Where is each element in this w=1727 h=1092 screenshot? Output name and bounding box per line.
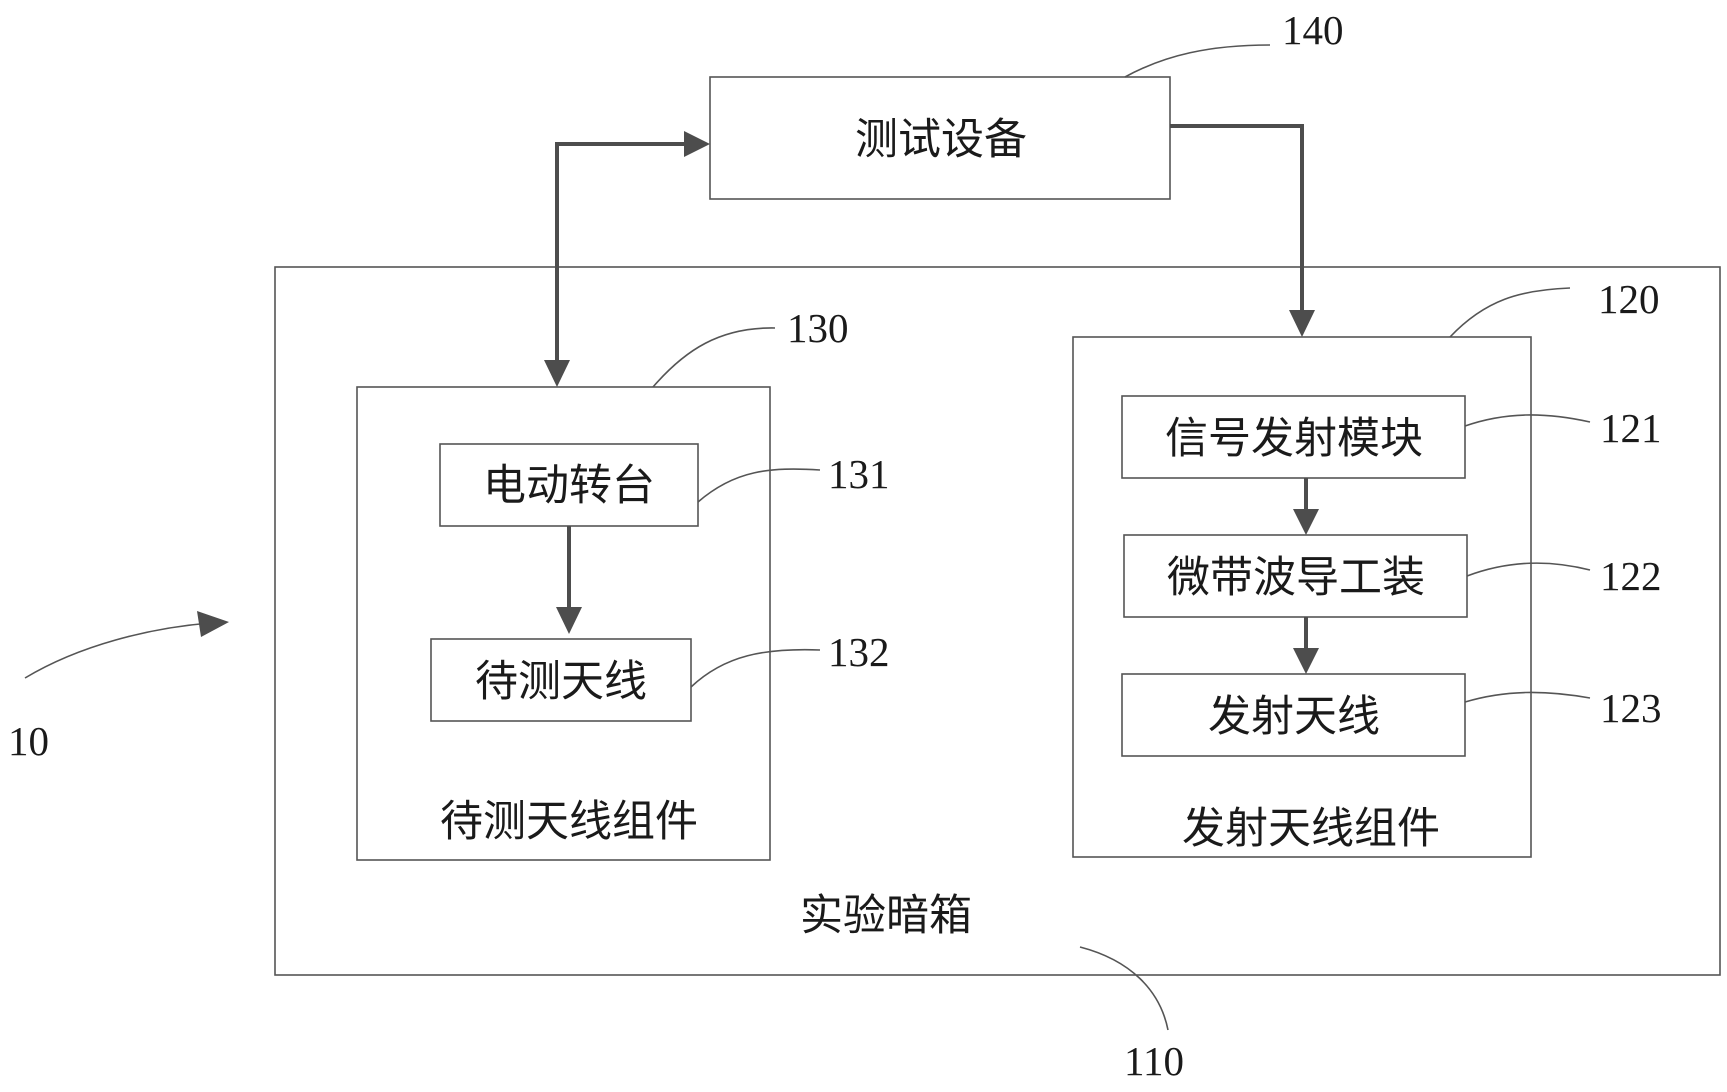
ref-number-131: 131 (828, 451, 890, 497)
arrowhead-into-waveguide (1293, 509, 1319, 535)
arrowhead-into-tx-antenna (1293, 648, 1319, 674)
arrowhead-into-equipment (684, 131, 710, 157)
ref-leader-110 (1079, 946, 1169, 1031)
ref-number-130: 130 (787, 305, 849, 351)
turntable-label: 电动转台 (483, 461, 655, 511)
ref-leader-120 (1449, 287, 1571, 338)
ref-leader-131 (697, 468, 821, 503)
test-equipment-box (709, 76, 1171, 200)
ref-leader-122 (1466, 562, 1591, 577)
figure-ref-number: 10 (8, 718, 49, 764)
waveguide-fixture-label: 微带波导工装 (1167, 553, 1425, 603)
tx-assembly-label: 发射天线组件 (1182, 804, 1440, 854)
signal-module-box (1121, 395, 1466, 479)
figure-ref-arrowhead (197, 611, 229, 637)
ref-number-120: 120 (1598, 276, 1660, 322)
chamber-label: 实验暗箱 (800, 891, 972, 941)
turntable-box (439, 443, 699, 527)
ref-number-110: 110 (1124, 1038, 1184, 1084)
ref-number-121: 121 (1600, 405, 1662, 451)
ref-leader-132 (690, 648, 821, 688)
ref-leader-130 (652, 327, 776, 388)
ref-leader-123 (1464, 691, 1591, 703)
antenna-under-test-label: 待测天线 (475, 657, 647, 707)
waveguide-fixture-box (1123, 534, 1468, 618)
connector-equipment-to-tx (1170, 124, 1304, 316)
connector-equipment-to-dut (555, 142, 700, 368)
arrowhead-into-tx-assembly (1289, 310, 1315, 337)
ref-number-122: 122 (1600, 553, 1662, 599)
figure-ref-arrow (24, 622, 211, 679)
signal-module-label: 信号发射模块 (1165, 414, 1423, 464)
ref-number-123: 123 (1600, 685, 1662, 731)
tx-antenna-label: 发射天线 (1208, 692, 1380, 742)
ref-leader-121 (1464, 414, 1591, 427)
arrowhead-into-dut-assembly (544, 360, 570, 387)
tx-antenna-box (1121, 673, 1466, 757)
antenna-under-test-box (430, 638, 692, 722)
dut-assembly-label: 待测天线组件 (440, 797, 698, 847)
ref-number-132: 132 (828, 629, 890, 675)
ref-number-140: 140 (1282, 7, 1344, 53)
arrowhead-into-aut (556, 607, 582, 634)
test-equipment-label: 测试设备 (855, 115, 1027, 165)
ref-leader-140 (1124, 44, 1271, 78)
